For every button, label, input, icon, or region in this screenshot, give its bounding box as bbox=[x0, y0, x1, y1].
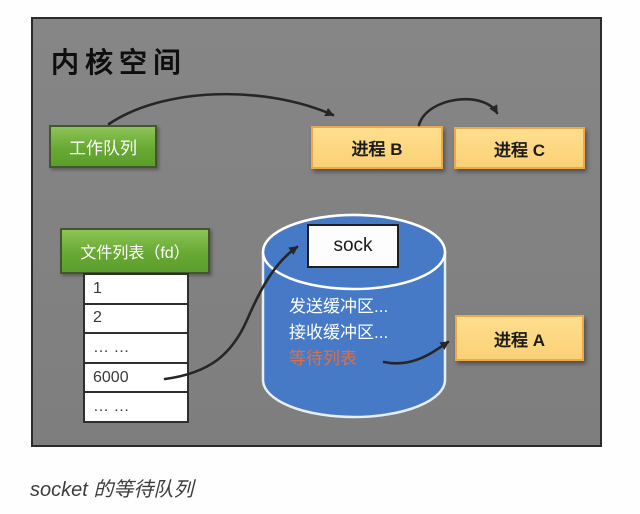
fd-table-row: 2 bbox=[85, 305, 187, 335]
fd-table-row: … … bbox=[85, 334, 187, 364]
fd-row-value: … … bbox=[93, 398, 130, 416]
process-b-box: 进程 B bbox=[311, 126, 443, 169]
fd-row-value: 2 bbox=[93, 309, 102, 327]
sock-box: sock bbox=[307, 224, 399, 268]
fd-table-row: 6000 bbox=[85, 364, 187, 394]
send-buffer-label: 发送缓冲区... bbox=[289, 297, 389, 316]
process-a-box: 进程 A bbox=[455, 315, 584, 361]
file-list-header-box: 文件列表（fd） bbox=[60, 228, 210, 274]
wait-list-label: 等待列表 bbox=[289, 349, 357, 368]
fd-row-value: … … bbox=[93, 338, 130, 356]
recv-buffer-label: 接收缓冲区... bbox=[289, 323, 389, 342]
work-queue-box: 工作队列 bbox=[49, 125, 157, 168]
fd-row-value: 6000 bbox=[93, 368, 129, 386]
file-list-label: 文件列表（fd） bbox=[80, 245, 190, 262]
process-c-box: 进程 C bbox=[454, 127, 585, 169]
work-queue-label: 工作队列 bbox=[69, 139, 137, 158]
process-c-label: 进程 C bbox=[494, 140, 545, 160]
kernel-space-title: 内核空间 bbox=[51, 47, 188, 78]
process-a-label: 进程 A bbox=[494, 330, 545, 350]
kernel-space-box: 内核空间 sock 发送缓冲区... 接收缓冲区... 等待列表 工作队列 文件… bbox=[31, 17, 602, 447]
fd-row-value: 1 bbox=[93, 279, 102, 297]
fd-table-row: 1 bbox=[85, 275, 187, 305]
sock-label: sock bbox=[333, 235, 373, 256]
fd-table-row: … … bbox=[85, 393, 187, 421]
arrow-work-queue-to-process-b bbox=[107, 92, 335, 126]
diagram-caption: socket 的等待队列 bbox=[30, 479, 194, 501]
process-b-label: 进程 B bbox=[351, 140, 403, 159]
fd-table: 1 2 … … 6000 … … bbox=[83, 273, 189, 423]
arrow-process-b-to-process-c bbox=[417, 98, 499, 127]
